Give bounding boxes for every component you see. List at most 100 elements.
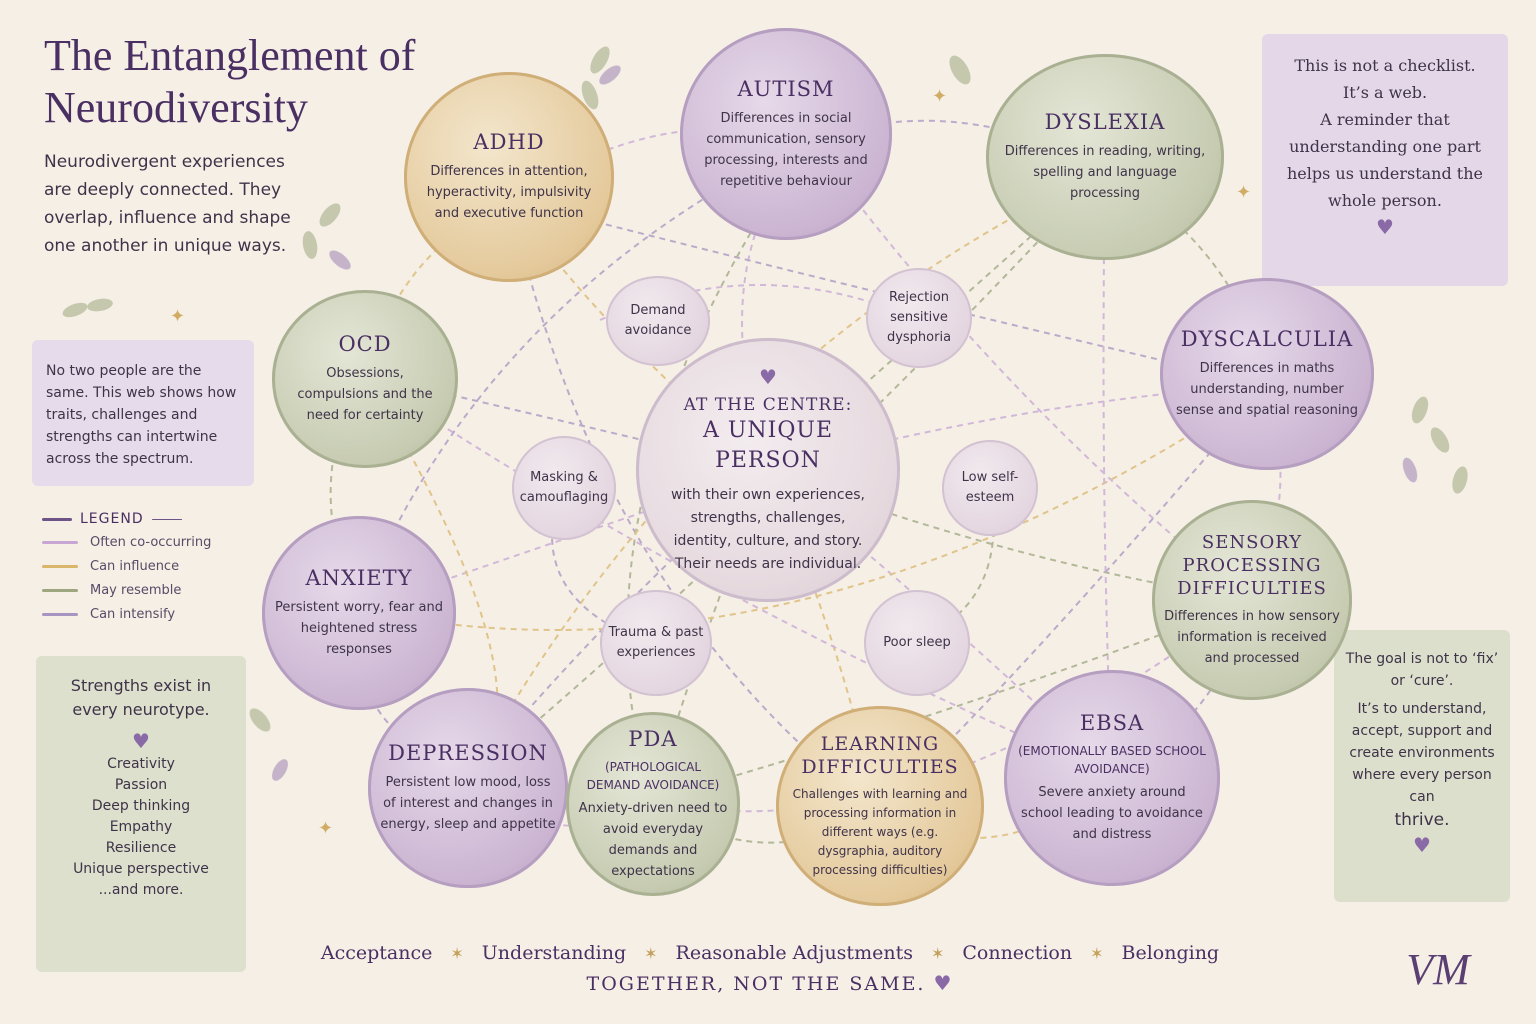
legend-label: Can influence <box>90 558 180 574</box>
bubble-title: ANXIETY <box>305 566 413 590</box>
node-low-self-esteem: Low self-esteem <box>942 440 1038 536</box>
bubble-title: OCD <box>338 332 392 356</box>
legend-item: Can influence <box>42 554 242 578</box>
bubble-title: DYSLEXIA <box>1044 110 1166 134</box>
sparkle-icon: ✦ <box>170 306 186 327</box>
vm-logo: VM <box>1406 944 1470 994</box>
node-masking-camouflaging: Masking & camouflaging <box>512 436 616 540</box>
bubble-subtitle: (PATHOLOGICAL DEMAND AVOIDANCE) <box>586 759 720 792</box>
value-item: Belonging <box>1121 942 1220 964</box>
bubble-desc: Persistent low mood, loss of interest an… <box>380 775 556 832</box>
values-row: Acceptance ✶ Understanding ✶ Reasonable … <box>300 938 1240 968</box>
bubble-depression: DEPRESSION Persistent low mood, loss of … <box>368 688 568 888</box>
bubble-title: EBSA <box>1079 711 1145 735</box>
star-separator-icon: ✶ <box>450 943 464 963</box>
tagline-text: TOGETHER, NOT THE SAME. <box>586 973 926 995</box>
legend: LEGEND Often co-occurring Can influence … <box>42 508 242 628</box>
legend-item: Often co-occurring <box>42 530 242 554</box>
bubble-desc: Obsessions, compulsions and the need for… <box>297 366 433 423</box>
bubble-subtitle: (EMOTIONALLY BASED SCHOOL AVOIDANCE) <box>1018 744 1206 776</box>
bubble-sensory-processing: SENSORY PROCESSING DIFFICULTIES Differen… <box>1152 500 1352 700</box>
strength-item: Unique perspective <box>73 861 209 877</box>
legend-swatch <box>42 612 78 616</box>
heart-icon: ♥ <box>933 971 954 995</box>
bubble-learning-difficulties: LEARNING DIFFICULTIES Challenges with le… <box>776 706 984 906</box>
strength-item: Deep thinking <box>91 798 191 814</box>
legend-title: LEGEND <box>80 511 144 527</box>
bubble-title: DYSCALCULIA <box>1180 327 1354 351</box>
sparkle-icon: ✦ <box>318 818 334 839</box>
center-kicker: AT THE CENTRE: <box>683 395 853 415</box>
bubble-desc: Anxiety-driven need to avoid everyday de… <box>578 800 728 879</box>
checklist-line: It’s a web. <box>1342 83 1428 102</box>
strength-item: Resilience <box>105 840 177 856</box>
legend-swatch <box>42 564 78 568</box>
intro-text: Neurodivergent experiences are deeply co… <box>44 152 291 256</box>
bubble-title: ADHD <box>473 130 545 154</box>
bubble-title: DEPRESSION <box>388 741 548 765</box>
legend-item: May resemble <box>42 578 242 602</box>
node-rejection-sensitive-dysphoria: Rejection sensitive dysphoria <box>866 268 972 368</box>
bubble-title: LEARNING DIFFICULTIES <box>801 732 959 778</box>
bubble-title: AUTISM <box>737 76 835 101</box>
legend-item: Can intensify <box>42 602 242 626</box>
legend-label: Often co-occurring <box>90 534 212 550</box>
bubble-ebsa: EBSA (EMOTIONALLY BASED SCHOOL AVOIDANCE… <box>1004 670 1220 886</box>
node-demand-avoidance: Demand avoidance <box>606 276 710 366</box>
value-item: Connection <box>962 942 1073 964</box>
center-unique-person: ♥ AT THE CENTRE: A UNIQUE PERSON with th… <box>636 338 900 602</box>
node-trauma-past-experiences: Trauma & past experiences <box>600 590 712 696</box>
bubble-title: SENSORY PROCESSING DIFFICULTIES <box>1177 532 1327 599</box>
goal-line: It’s to understand, accept, support and … <box>1349 701 1495 805</box>
bubble-pda: PDA (PATHOLOGICAL DEMAND AVOIDANCE) Anxi… <box>566 712 740 896</box>
bubble-autism: AUTISM Differences in social communicati… <box>680 28 892 240</box>
bubble-desc: Differences in maths understanding, numb… <box>1175 361 1358 418</box>
bubble-desc: Differences in reading, writing, spellin… <box>1004 144 1206 201</box>
star-separator-icon: ✶ <box>1090 943 1104 963</box>
value-item: Acceptance <box>320 942 433 964</box>
goal-line: The goal is not to ‘fix’ or ‘cure’. <box>1345 651 1499 689</box>
heart-icon: ♥ <box>1413 833 1431 857</box>
strengths-panel: Strengths exist in every neurotype. ♥ Cr… <box>36 656 246 972</box>
bubble-desc: Challenges with learning and processing … <box>792 786 968 877</box>
legend-swatch <box>42 540 78 544</box>
center-title: A UNIQUE PERSON <box>703 418 833 473</box>
legend-title-row: LEGEND <box>42 508 242 530</box>
page-title: The Entanglement of Neurodiversity <box>44 31 416 132</box>
legend-label: May resemble <box>90 582 182 598</box>
strength-item: Creativity <box>107 756 175 772</box>
value-item: Understanding <box>481 942 627 964</box>
legend-rule <box>151 518 182 520</box>
bubble-dyslexia: DYSLEXIA Differences in reading, writing… <box>986 54 1224 260</box>
strength-item: Passion <box>114 777 168 793</box>
goal-line: thrive. <box>1394 810 1450 830</box>
sparkle-icon: ✦ <box>1236 182 1252 203</box>
checklist-line: This is not a checklist. <box>1294 56 1476 75</box>
legend-swatch <box>42 588 78 592</box>
strength-item: Empathy <box>109 819 173 835</box>
sparkle-icon: ✦ <box>932 86 948 107</box>
bubble-anxiety: ANXIETY Persistent worry, fear and heigh… <box>262 516 456 710</box>
value-item: Reasonable Adjustments <box>675 942 913 964</box>
tagline: TOGETHER, NOT THE SAME. ♥ <box>460 970 1080 1000</box>
bubble-desc: Differences in how sensory information i… <box>1164 609 1340 666</box>
bubble-desc: Differences in social communication, sen… <box>704 110 868 189</box>
bubble-desc: Differences in attention, hyperactivity,… <box>426 164 592 221</box>
node-poor-sleep: Poor sleep <box>864 590 970 696</box>
heart-icon: ♥ <box>132 729 150 753</box>
checklist-line: A reminder that understanding one part h… <box>1286 110 1483 210</box>
checklist-panel: This is not a checklist. It’s a web. A r… <box>1262 34 1508 286</box>
purple-leaf-decorations <box>272 65 1418 781</box>
bubble-adhd: ADHD Differences in attention, hyperacti… <box>404 72 614 282</box>
bubble-dyscalculia: DYSCALCULIA Differences in maths underst… <box>1160 278 1374 470</box>
strength-item: ...and more. <box>98 882 184 898</box>
legend-rule <box>42 517 72 521</box>
star-separator-icon: ✶ <box>644 943 658 963</box>
heart-icon: ♥ <box>759 365 777 389</box>
bubble-desc: Severe anxiety around school leading to … <box>1021 785 1203 842</box>
bubble-desc: Persistent worry, fear and heightened st… <box>275 600 443 657</box>
legend-label: Can intensify <box>90 606 176 622</box>
star-separator-icon: ✶ <box>930 943 945 963</box>
center-desc: with their own experiences, strengths, c… <box>671 487 865 572</box>
bubble-ocd: OCD Obsessions, compulsions and the need… <box>272 290 458 468</box>
